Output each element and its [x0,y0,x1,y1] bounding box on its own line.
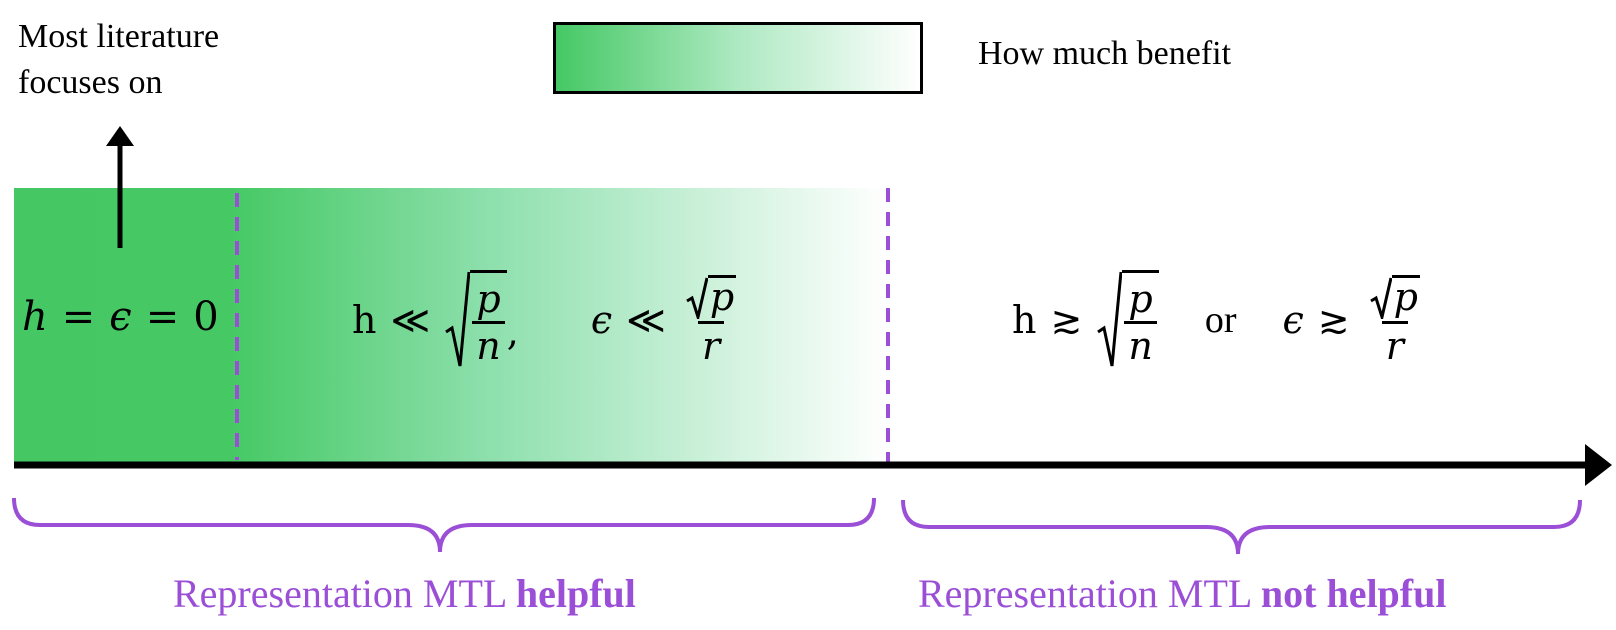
sqrt-p-over-r: p r [1366,274,1424,366]
radical-sign-icon [1097,271,1123,367]
caption-helpful-bold: helpful [515,571,636,616]
region-zero-condition: h = ϵ = 0 [22,292,219,342]
comma: , [506,310,519,354]
caption-not-helpful: Representation MTL not helpful [918,570,1446,618]
equals-symbol: = [61,294,96,340]
sqrt-p-over-r: p r [682,274,740,366]
radical-sign-icon [686,277,708,319]
region-large-condition: h ≳ p n or ϵ ≳ p r [1012,268,1426,372]
sqrt-p-over-n: p n [444,270,507,370]
legend-label: How much benefit [978,35,1232,72]
caption-not-helpful-bold: not helpful [1260,571,1447,616]
benefit-band [14,188,888,464]
literature-note: Most literature focuses on [18,14,318,106]
r-symbol: r [1381,320,1408,366]
p-symbol: p [1128,277,1153,321]
caption-not-helpful-prefix: Representation MTL [918,571,1261,616]
brace-not-helpful [901,499,1582,555]
sqrt-p-over-n: p n [1096,270,1159,370]
brace-helpful [12,497,876,553]
region-small-condition: h ≪ p n , ϵ ≪ p r [352,268,742,372]
radical-sign-icon [445,271,471,367]
epsilon-symbol: ϵ [590,298,613,342]
epsilon-symbol: ϵ [1282,298,1304,342]
n-symbol: n [1124,321,1157,366]
much-less-than-symbol: ≪ [626,298,666,342]
literature-arrowhead [106,126,134,146]
epsilon-symbol: ϵ [109,294,132,340]
axis-arrowhead [1585,444,1612,486]
n-symbol: n [472,321,505,366]
equals-symbol: = [145,294,180,340]
greater-approx-symbol: ≳ [1317,298,1350,342]
p-symbol: p [476,277,501,321]
greater-approx-symbol: ≳ [1050,298,1083,342]
h-symbol: h [352,298,377,342]
r-symbol: r [698,320,725,366]
legend-gradient-bar [553,22,923,94]
h-symbol: h [22,294,48,340]
much-less-than-symbol: ≪ [390,298,431,342]
literature-note-line2: focuses on [18,64,163,101]
zero-value: 0 [193,294,219,340]
or-word: or [1204,299,1237,341]
p-symbol: p [1391,274,1420,319]
radical-sign-icon [1369,277,1392,319]
literature-note-line1: Most literature [18,18,220,55]
h-symbol: h [1012,298,1037,342]
p-symbol: p [707,274,737,319]
caption-helpful: Representation MTL helpful [173,570,636,618]
caption-helpful-prefix: Representation MTL [173,571,516,616]
